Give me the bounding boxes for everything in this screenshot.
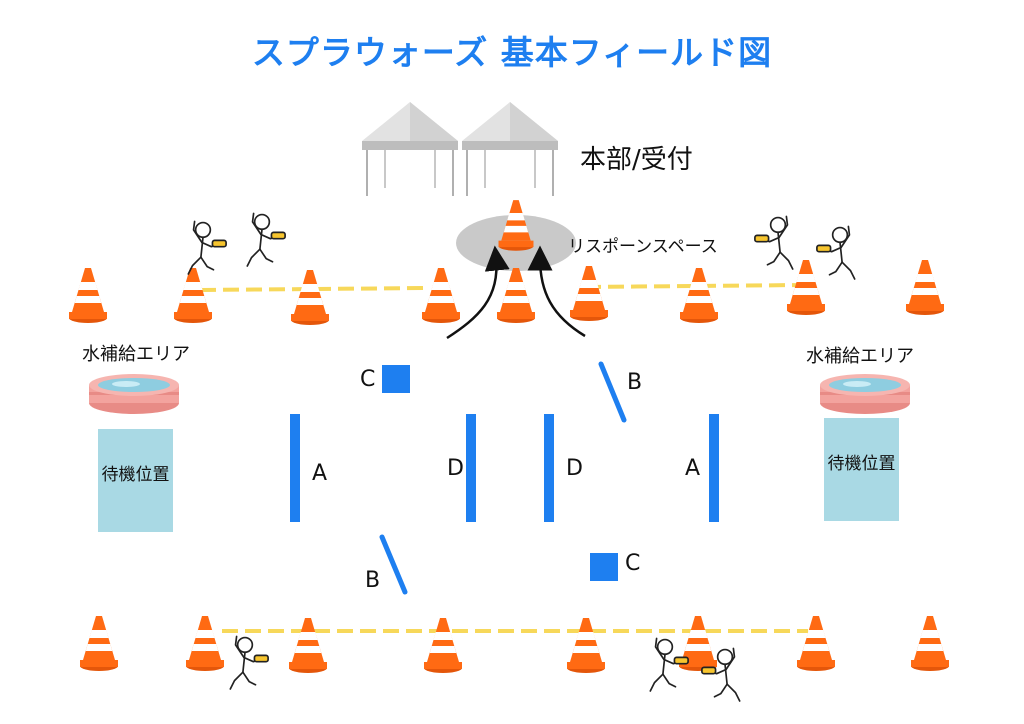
barricade-label-a: A xyxy=(685,456,701,481)
player-with-water-gun-icon xyxy=(816,225,856,280)
tent-icon xyxy=(362,102,458,196)
traffic-cone-icon xyxy=(186,616,224,671)
rope-line xyxy=(199,286,429,292)
barricade-c-top xyxy=(382,365,410,393)
barricade-a-left xyxy=(290,414,300,522)
waiting-area-label: 待機位置 xyxy=(827,454,896,474)
traffic-cone-icon xyxy=(797,616,835,671)
barricade-b-bottom xyxy=(379,534,408,595)
water-area-label-right: 水補給エリア xyxy=(806,346,914,367)
water-area-label-left: 水補給エリア xyxy=(82,344,190,365)
barricade-b-top xyxy=(598,361,627,423)
page-title: スプラウォーズ 基本フィールド図 xyxy=(251,33,773,72)
water-pool-icon xyxy=(89,374,179,414)
traffic-cone-icon xyxy=(911,616,949,671)
waiting-area-label: 待機位置 xyxy=(101,465,170,485)
traffic-cone-icon xyxy=(497,268,535,323)
arrow-icon xyxy=(446,245,510,340)
tent-icon xyxy=(462,102,558,196)
traffic-cone-icon xyxy=(80,616,118,671)
traffic-cone-icon xyxy=(291,270,329,325)
barricade-label-d: D xyxy=(447,456,464,481)
traffic-cone-icon xyxy=(69,268,107,323)
barricade-a-right xyxy=(709,414,719,522)
traffic-cone-icon xyxy=(570,266,608,321)
barricade-label-d: D xyxy=(566,456,583,481)
hq-label: 本部/受付 xyxy=(580,145,693,175)
barricade-label-b: B xyxy=(627,370,643,395)
arrow-icon xyxy=(527,245,586,338)
player-with-water-gun-icon xyxy=(246,212,286,267)
traffic-cone-icon xyxy=(906,260,944,315)
rope-line xyxy=(584,283,806,289)
waiting-area-right: 待機位置 xyxy=(824,418,899,521)
barricade-label-b: B xyxy=(365,568,381,593)
traffic-cone-icon xyxy=(174,268,212,323)
barricade-d-left xyxy=(466,414,476,522)
player-with-water-gun-icon xyxy=(754,215,794,270)
barricade-label-c: C xyxy=(360,367,376,392)
barricade-c-bottom xyxy=(590,553,618,581)
traffic-cone-icon xyxy=(680,268,718,323)
barricade-label-c: C xyxy=(625,551,641,576)
respawn-label: リスポーンスペース xyxy=(568,237,718,257)
traffic-cone-icon xyxy=(567,618,605,673)
traffic-cone-icon xyxy=(422,268,460,323)
player-with-water-gun-icon xyxy=(229,635,269,690)
barricade-d-right xyxy=(544,414,554,522)
waiting-area-left: 待機位置 xyxy=(98,429,173,532)
barricade-label-a: A xyxy=(312,461,328,486)
traffic-cone-icon xyxy=(289,618,327,673)
water-pool-icon xyxy=(820,374,910,414)
player-with-water-gun-icon xyxy=(187,220,227,275)
traffic-cone-icon xyxy=(424,618,462,673)
